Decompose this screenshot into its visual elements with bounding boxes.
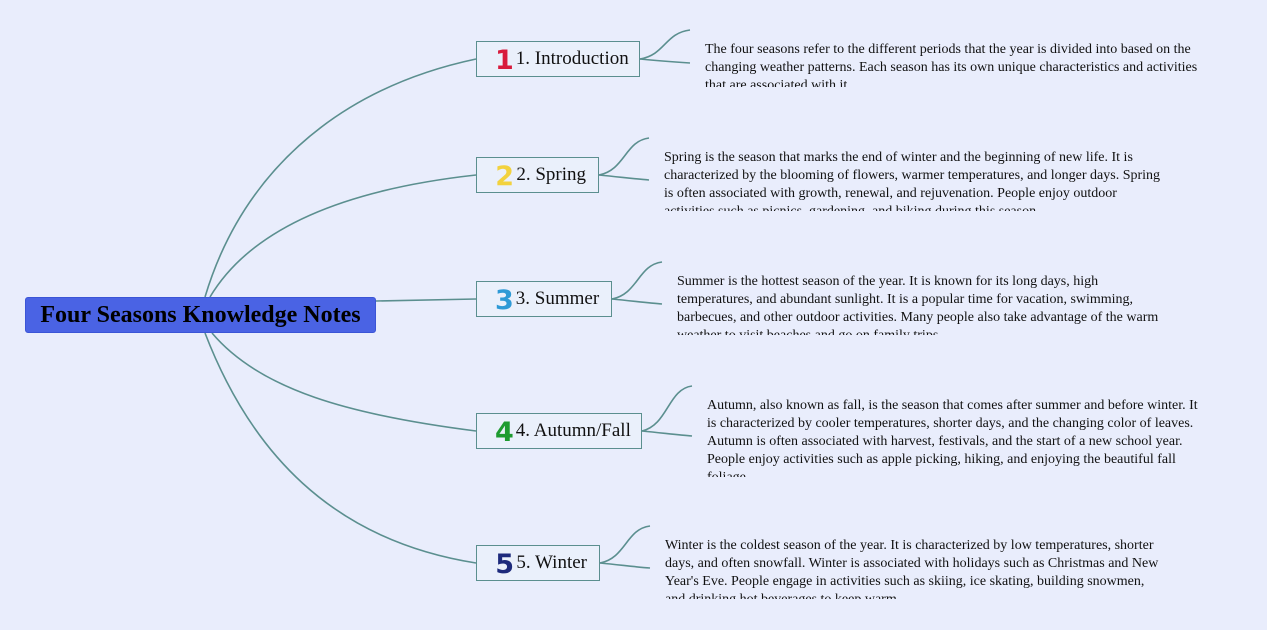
note-winter: Winter is the coldest season of the year…: [665, 537, 1165, 599]
branch-summer[interactable]: 3 3. Summer: [476, 281, 612, 317]
number-2-icon: 2: [495, 160, 515, 192]
connector-autumn-note-top: [641, 385, 693, 432]
number-5-icon: 5: [495, 548, 515, 580]
connector-root-spring: [209, 174, 477, 298]
number-4-icon: 4: [495, 416, 514, 448]
note-autumn-text: Autumn, also known as fall, is the seaso…: [707, 398, 1198, 477]
branch-winter[interactable]: 5 5. Winter: [476, 545, 600, 581]
connector-spring-note-bottom: [598, 174, 650, 181]
root-topic-title: Four Seasons Knowledge Notes: [40, 301, 361, 328]
branch-introduction-label: 1. Introduction: [515, 48, 629, 69]
note-winter-text: Winter is the coldest season of the year…: [665, 538, 1159, 599]
connector-winter-note-top: [599, 525, 651, 564]
branch-spring-label: 2. Spring: [516, 164, 586, 185]
note-summer-text: Summer is the hottest season of the year…: [677, 274, 1159, 335]
note-spring: Spring is the season that marks the end …: [664, 149, 1164, 211]
connector-winter-note-bottom: [599, 562, 651, 569]
connector-spring-note-top: [598, 137, 650, 176]
connector-root-winter: [204, 332, 477, 564]
connector-summer-note-bottom: [611, 298, 663, 305]
connector-root-autumn: [211, 332, 477, 432]
connector-summer-note-top: [611, 261, 663, 300]
branch-winter-label: 5. Winter: [516, 552, 587, 573]
branch-autumn-label: 4. Autumn/Fall: [515, 420, 631, 441]
note-autumn: Autumn, also known as fall, is the seaso…: [707, 397, 1203, 477]
connector-autumn-note-bottom: [641, 430, 693, 437]
note-summer: Summer is the hottest season of the year…: [677, 273, 1167, 335]
connector-root-introduction: [204, 58, 477, 298]
note-introduction: The four seasons refer to the different …: [705, 41, 1205, 87]
connector-introduction-note-top: [639, 29, 691, 60]
connector-root-summer: [375, 298, 477, 302]
root-topic[interactable]: Four Seasons Knowledge Notes: [25, 297, 376, 333]
branch-spring[interactable]: 2 2. Spring: [476, 157, 599, 193]
branch-introduction[interactable]: 1 1. Introduction: [476, 41, 640, 77]
branch-summer-label: 3. Summer: [515, 288, 600, 309]
number-1-icon: 1: [495, 44, 514, 76]
note-spring-text: Spring is the season that marks the end …: [664, 150, 1161, 211]
branch-autumn[interactable]: 4 4. Autumn/Fall: [476, 413, 642, 449]
note-introduction-text: The four seasons refer to the different …: [705, 42, 1198, 87]
number-3-icon: 3: [495, 284, 514, 316]
connector-introduction-note-bottom: [639, 58, 691, 64]
